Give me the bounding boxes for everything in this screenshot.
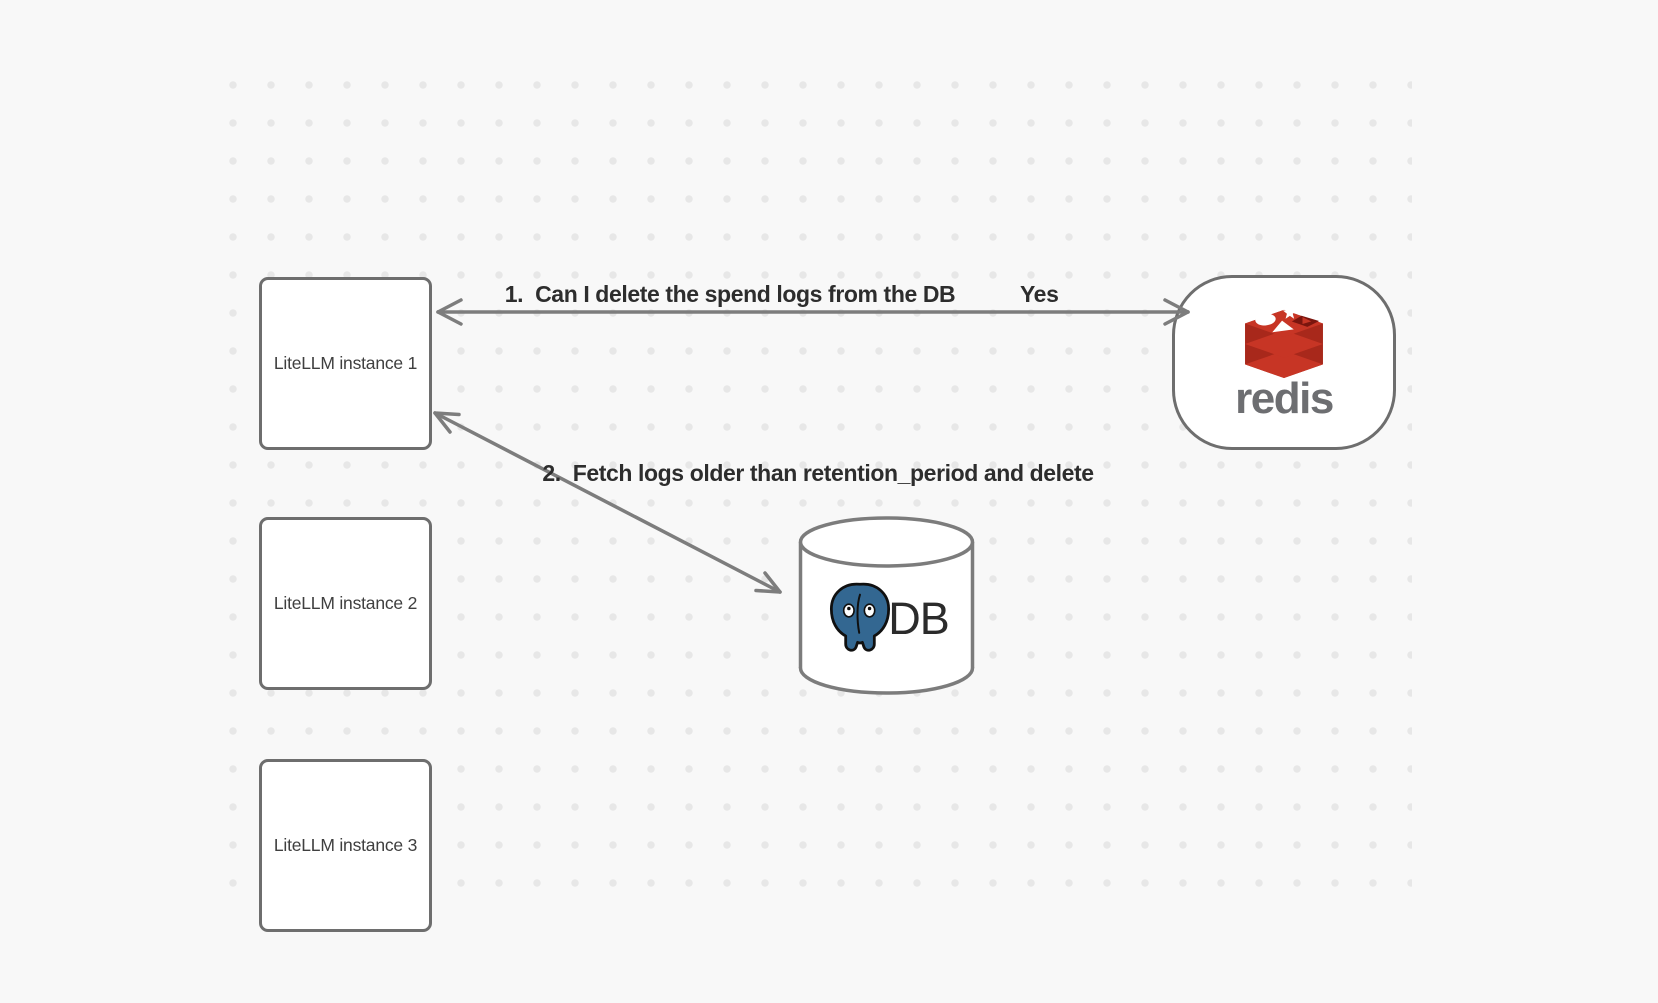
redis-logo-icon — [1245, 305, 1323, 379]
edge2-label: 2. Fetch logs older than retention_perio… — [542, 460, 1094, 486]
database-content: DB — [807, 574, 967, 662]
edge1-label: 1. Can I delete the spend logs from the … — [504, 281, 956, 307]
node-litellm-instance-3: LiteLLM instance 3 — [259, 759, 432, 932]
node-litellm-instance-1-label: LiteLLM instance 1 — [273, 353, 418, 373]
database-label: DB — [888, 592, 950, 644]
edge1-reply-label: Yes — [1020, 281, 1059, 307]
node-litellm-instance-1: LiteLLM instance 1 — [259, 277, 432, 450]
node-litellm-instance-2: LiteLLM instance 2 — [259, 517, 432, 690]
node-litellm-instance-2-label: LiteLLM instance 2 — [273, 593, 418, 613]
redis-ellipse-shape — [1255, 313, 1276, 326]
redis-star-shape — [1282, 305, 1297, 319]
node-redis: redis — [1172, 275, 1396, 450]
redis-wordmark: redis — [1235, 374, 1334, 423]
postgresql-elephant-icon — [830, 582, 891, 652]
node-database: DB — [795, 514, 978, 697]
redis-triangle-shape — [1272, 320, 1294, 333]
node-litellm-instance-3-label: LiteLLM instance 3 — [273, 835, 418, 855]
